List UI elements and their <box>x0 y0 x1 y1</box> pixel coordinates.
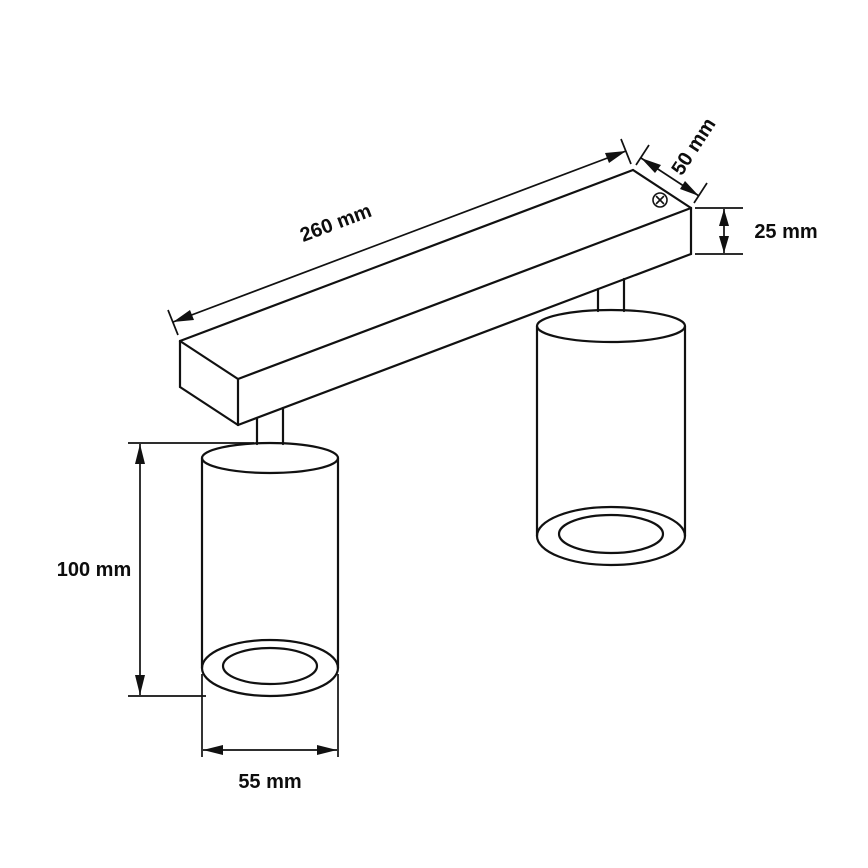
bar-length-label: 260 mm <box>297 200 374 247</box>
bar-length-arrowhead-left <box>173 310 194 322</box>
bar-height-arrowhead-top <box>719 209 729 226</box>
dimension-spot-height: 100 mm <box>57 442 254 697</box>
bar-depth-label: 50 mm <box>667 114 720 179</box>
spot-height-arrowhead-bottom <box>135 675 145 695</box>
spot-diameter-arrowhead-right <box>317 745 337 755</box>
bar-left-bottom-depth-edge <box>178 385 240 427</box>
spot-diameter-arrowhead-left <box>203 745 223 755</box>
bar-length-extension-line-left <box>167 309 179 336</box>
bar-depth-arrowhead-left <box>641 158 661 173</box>
bar-length-dimension-line <box>172 150 627 323</box>
screw-cross-line-2 <box>655 195 665 205</box>
spot-height-arrowhead-top <box>135 444 145 464</box>
bar-height-label: 25 mm <box>754 221 817 243</box>
spotlight-right <box>535 277 687 567</box>
spot-right-bottom-rim-ellipse <box>535 505 687 567</box>
bar-length-arrowhead-right <box>605 151 626 163</box>
bar-back-top-edge <box>178 168 635 343</box>
dimension-bar-depth: 50 mm <box>635 114 720 204</box>
bar-right-depth-edge <box>631 168 693 210</box>
spot-left-inner-rim-ellipse <box>221 646 319 686</box>
spot-diameter-label: 55 mm <box>238 771 301 793</box>
spotlight-left <box>200 406 340 698</box>
bar-depth-arrowhead-right <box>680 181 699 196</box>
dimension-bar-height: 25 mm <box>695 207 818 255</box>
mount-bar <box>178 168 693 427</box>
spot-right-inner-rim-ellipse <box>557 513 665 555</box>
bar-left-depth-edge <box>178 339 240 381</box>
bar-front-bottom-edge <box>236 252 693 427</box>
bar-height-arrowhead-bottom <box>719 236 729 253</box>
bar-front-top-edge <box>236 206 693 381</box>
spot-height-label: 100 mm <box>57 559 132 581</box>
bar-depth-extension-line-left <box>635 144 650 166</box>
spot-left-top-ellipse <box>200 441 340 475</box>
screw-head-circle <box>652 192 668 208</box>
dimension-spot-diameter: 55 mm <box>201 674 339 793</box>
spot-left-bottom-rim-ellipse <box>200 638 340 698</box>
dimension-bar-length: 260 mm <box>167 138 632 336</box>
spot-right-top-ellipse <box>535 308 687 344</box>
screw-icon <box>652 192 668 208</box>
bar-depth-extension-line-right <box>693 182 708 204</box>
